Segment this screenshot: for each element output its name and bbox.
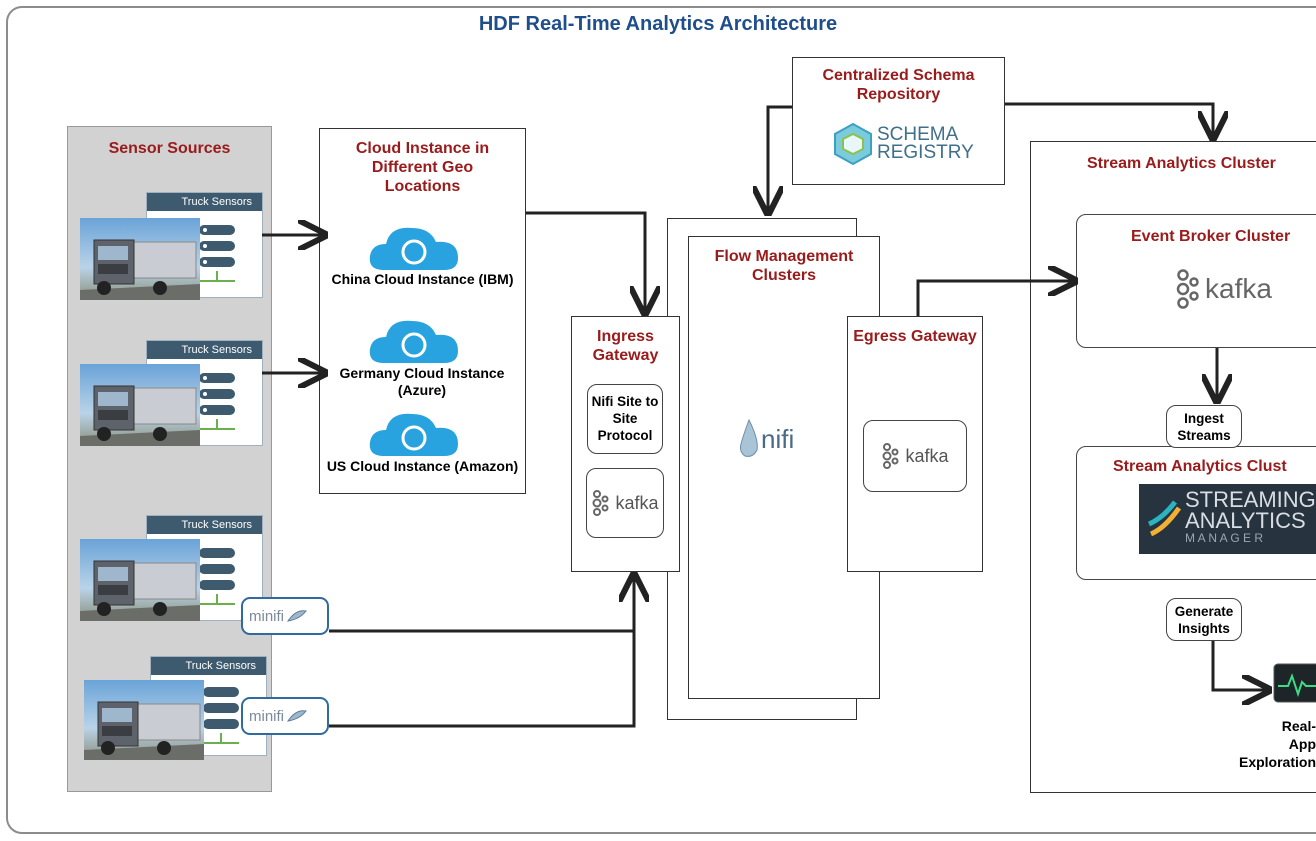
- generate-insights-box: Generate Insights: [1166, 598, 1242, 641]
- kafka-label: kafka: [1205, 273, 1272, 304]
- ingress-kafka-box: kafka: [586, 468, 664, 538]
- schema-repository-box: Centralized Schema Repository SCHEMA REG…: [792, 57, 1005, 185]
- kafka-label: kafka: [905, 445, 949, 466]
- arrow-insights-to-app: [1211, 641, 1266, 690]
- cloud-icon: [369, 320, 458, 363]
- minifi-drop-icon: [286, 710, 307, 722]
- arrow-schema-to-stream: [1005, 102, 1213, 135]
- diagram-frame: [6, 6, 1316, 834]
- minifi-label: minifi: [249, 707, 285, 725]
- truck-sensors-tag: Truck Sensors: [147, 341, 262, 359]
- truck-sensors-tag: Truck Sensors: [147, 516, 262, 534]
- sam-line1: STREAMING: [1185, 487, 1316, 512]
- arrow-minifi1-to-ingress: [329, 578, 634, 633]
- sensor-sources-title: Sensor Sources: [108, 140, 231, 157]
- truck-photo: [80, 364, 200, 446]
- stream-cluster-title: Stream Analytics Cluster: [1087, 155, 1276, 172]
- sam-logo-text: STREAMING ANALYTICS M A N A G E R: [1185, 487, 1316, 546]
- sam-swoosh-icon: [1147, 500, 1182, 537]
- ingest-streams-box: Ingest Streams: [1166, 405, 1242, 448]
- ingress-title: Ingress Gateway: [592, 328, 659, 364]
- minifi-drop-icon: [286, 610, 307, 622]
- kafka-icon: [592, 490, 609, 516]
- cloud-instance-germany-label: Germany Cloud Instance (Azure): [339, 365, 505, 398]
- nifi-drop-icon: [740, 418, 758, 457]
- truck-unit-1: Truck Sensors: [80, 192, 270, 300]
- nifi-logo: nifi: [737, 418, 794, 460]
- schema-registry-icon: [834, 122, 872, 166]
- stream-analytics-inner-title: Stream Analytics Clust: [1113, 458, 1287, 475]
- arrow-schema-to-flow: [768, 105, 792, 210]
- kafka-icon: [1176, 269, 1199, 309]
- event-broker-box: Event Broker Cluster kafka: [1076, 214, 1316, 348]
- streaming-analytics-manager-logo: STREAMING ANALYTICS M A N A G E R: [1139, 484, 1316, 554]
- egress-title: Egress Gateway: [853, 328, 977, 345]
- egress-kafka-box: kafka: [863, 420, 967, 492]
- sam-line3: M A N A G E R: [1185, 531, 1264, 545]
- server-icon: [199, 548, 235, 605]
- schema-title: Centralized Schema Repository: [822, 67, 975, 103]
- truck-photo: [84, 680, 204, 760]
- server-icon: [199, 373, 235, 430]
- schema-logo-line2: REGISTRY: [877, 142, 974, 163]
- arrow-cloud-to-ingress: [526, 211, 645, 310]
- cloud-instance-china-label: China Cloud Instance (IBM): [331, 271, 514, 287]
- truck-unit-2: Truck Sensors: [80, 340, 270, 448]
- truck-sensors-tag: Truck Sensors: [147, 193, 262, 211]
- arrow-egress-to-broker: [916, 281, 1072, 316]
- minifi-label: minifi: [249, 607, 285, 625]
- cloud-instance-us-label: US Cloud Instance (Amazon): [326, 458, 519, 474]
- minifi-agent-2: minifi: [241, 697, 329, 735]
- arrow-minifi2-to-ingress: [329, 631, 636, 728]
- broker-kafka-logo: kafka: [1175, 269, 1272, 309]
- cloud-title: Cloud Instance in Different Geo Location…: [355, 140, 490, 195]
- schema-logo-text: SCHEMA REGISTRY: [877, 124, 974, 163]
- nifi-site-to-site-box: Nifi Site to Site Protocol: [587, 384, 663, 454]
- cloud-icon: [369, 227, 458, 270]
- realtime-line1: Real-: [1281, 718, 1316, 734]
- event-broker-title: Event Broker Cluster: [1131, 228, 1291, 245]
- schema-logo-line1: SCHEMA: [877, 124, 959, 145]
- sam-line2: ANALYTICS: [1185, 508, 1306, 533]
- monitor-pulse-icon: [1273, 663, 1316, 703]
- server-icon: [203, 687, 239, 744]
- kafka-label: kafka: [615, 492, 659, 513]
- realtime-app-label: Real- App Exploration: [1232, 717, 1316, 771]
- sensor-card: Truck Sensors: [146, 192, 263, 298]
- truck-sensors-tag: Truck Sensors: [151, 657, 266, 675]
- flow-title: Flow Management Clusters: [714, 248, 854, 284]
- realtime-line2: App: [1288, 736, 1316, 752]
- diagram-title: HDF Real-Time Analytics Architecture: [478, 13, 838, 35]
- realtime-line3: Exploration: [1238, 754, 1316, 770]
- truck-photo: [80, 539, 200, 621]
- server-icon: [199, 225, 235, 282]
- truck-unit-4: Truck Sensors: [84, 656, 274, 764]
- nifi-label: nifi: [761, 423, 795, 454]
- kafka-icon: [882, 443, 899, 469]
- truck-photo: [80, 218, 200, 300]
- minifi-agent-1: minifi: [241, 597, 329, 635]
- cloud-icon: [369, 413, 458, 456]
